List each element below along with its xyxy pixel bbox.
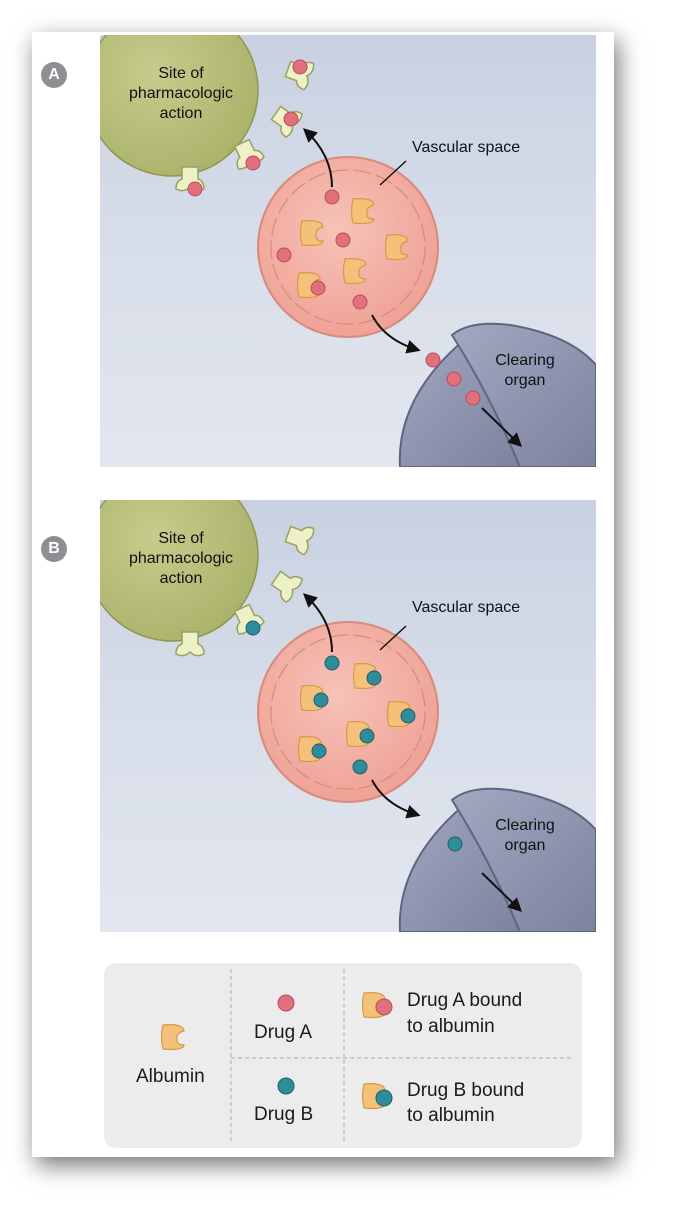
- clearing-organ: Clearing organ: [398, 787, 596, 932]
- site-of-action: Site of pharmacologic action: [100, 35, 315, 197]
- legend-drug-a-bound-line2: to albumin: [407, 1016, 495, 1037]
- arrow-through-organ: [481, 872, 523, 912]
- drug-a-molecule: [310, 280, 326, 296]
- site-label-line: Site of: [158, 65, 204, 82]
- albumin: [384, 234, 409, 261]
- drug-b-molecule: [366, 670, 382, 686]
- vascular-label: Vascular space: [412, 139, 520, 156]
- drug-a-molecule: [245, 155, 261, 171]
- panel-a: Site of pharmacologic action Clearing or…: [100, 35, 596, 467]
- drug-a-bound-icon: [361, 992, 393, 1019]
- legend-drug-b-bound-line1: Drug B bound: [407, 1080, 525, 1101]
- drug-b-molecule: [245, 620, 261, 636]
- legend-drug-b-label: Drug B: [254, 1104, 314, 1125]
- site-of-action: Site of pharmacologic action: [100, 500, 315, 657]
- arrow-to-site: [302, 128, 333, 188]
- drug-a-molecule: [335, 232, 351, 248]
- albumin: [342, 258, 367, 285]
- drug-b-molecule: [324, 655, 340, 671]
- legend: Albumin Drug A Drug B Drug A bound to al…: [104, 963, 582, 1148]
- drug-b-molecule: [359, 728, 375, 744]
- vascular-leader-line: [379, 160, 407, 186]
- organ-label-line: Clearing: [495, 352, 555, 369]
- vascular-leader-line: [379, 625, 407, 651]
- receptor: [270, 570, 303, 603]
- arrow-to-organ: [371, 779, 421, 819]
- organ-label-line: organ: [505, 372, 546, 389]
- albumin: [350, 198, 375, 225]
- drug-b-molecule: [352, 759, 368, 775]
- site-label-line: action: [160, 570, 203, 587]
- legend-drug-a-bound-line1: Drug A bound: [407, 990, 523, 1011]
- site-label-line: pharmacologic: [129, 550, 233, 567]
- panel-a-diagram: Site of pharmacologic action Clearing or…: [100, 35, 596, 467]
- drug-a-icon: [277, 994, 295, 1012]
- albumin: [299, 220, 324, 247]
- drug-a-molecule: [292, 59, 308, 75]
- legend-albumin-label: Albumin: [136, 1066, 205, 1087]
- site-label-line: Site of: [158, 530, 204, 547]
- drug-a-molecule: [324, 189, 340, 205]
- arrow-to-organ: [371, 314, 421, 354]
- receptor: [284, 525, 315, 556]
- legend-drug-a-label: Drug A: [254, 1022, 313, 1043]
- drug-b-bound-icon: [361, 1083, 393, 1110]
- drug-b-molecule: [311, 743, 327, 759]
- clearing-organ: Clearing organ: [398, 322, 596, 467]
- vascular-space: Vascular space: [257, 599, 520, 803]
- arrow-to-site: [302, 593, 333, 653]
- panel-b-diagram: Site of pharmacologic action Clearing or…: [100, 500, 596, 932]
- drug-b-icon: [277, 1077, 295, 1095]
- drug-b-molecule: [447, 836, 463, 852]
- organ-label-line: organ: [505, 837, 546, 854]
- drug-b-molecule: [400, 708, 416, 724]
- panel-a-badge: A: [41, 62, 67, 88]
- site-label-line: action: [160, 105, 203, 122]
- albumin-icon: [160, 1024, 185, 1051]
- drug-a-molecule: [446, 371, 462, 387]
- arrow-through-organ: [481, 407, 523, 447]
- vascular-label: Vascular space: [412, 599, 520, 616]
- panel-b: Site of pharmacologic action Clearing or…: [100, 500, 596, 932]
- organ-label-line: Clearing: [495, 817, 555, 834]
- legend-drug-b-bound-line2: to albumin: [407, 1105, 495, 1126]
- drug-a-molecule: [352, 294, 368, 310]
- drug-a-molecule: [283, 111, 299, 127]
- drug-b-molecule: [313, 692, 329, 708]
- receptor: [175, 631, 205, 657]
- drug-a-molecule: [276, 247, 292, 263]
- drug-a-molecule: [465, 390, 481, 406]
- site-label-line: pharmacologic: [129, 85, 233, 102]
- vascular-space: Vascular space: [257, 139, 520, 338]
- panel-b-badge: B: [41, 536, 67, 562]
- drug-a-molecule: [425, 352, 441, 368]
- drug-a-molecule: [187, 181, 203, 197]
- legend-graphics: [160, 969, 574, 1141]
